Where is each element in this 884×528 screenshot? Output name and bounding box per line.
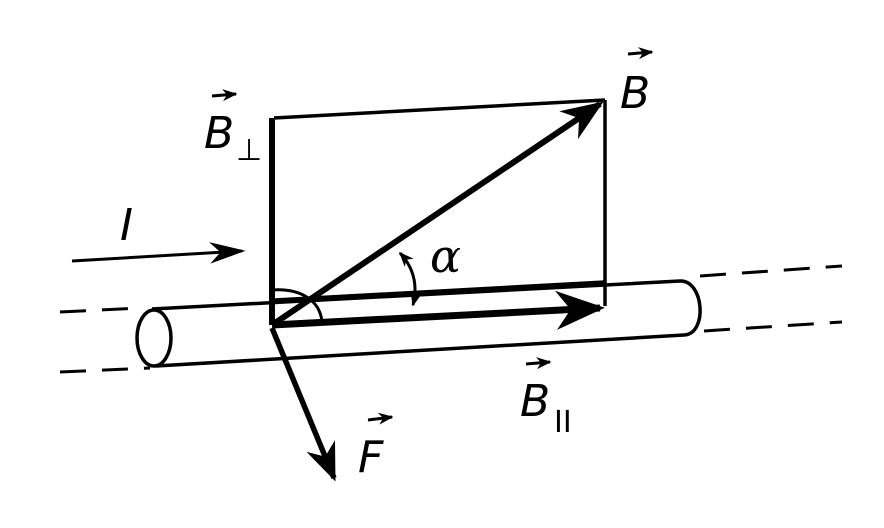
b-perp-label: B (204, 108, 234, 159)
force-label: F (358, 432, 384, 483)
b-parallel-vector (271, 290, 605, 330)
force-vector (269, 326, 337, 482)
angle-alpha-arc (398, 251, 423, 307)
conductor-dashed-extensions (59, 264, 843, 374)
current-arrow (71, 242, 246, 264)
angle-label: α (430, 229, 461, 283)
b-par-label-group: B II (520, 357, 572, 440)
b-par-subscript: II (554, 405, 572, 440)
b-label-group: B (620, 47, 654, 119)
b-par-label: B (520, 376, 550, 427)
b-vector (270, 101, 604, 328)
force-label-group: F (358, 412, 394, 483)
b-label: B (620, 68, 650, 119)
right-angle-arc (271, 288, 324, 323)
current-label: I (120, 200, 133, 251)
b-perp-subscript: ⊥ (236, 133, 262, 168)
b-perp-label-group: B ⊥ (204, 89, 262, 168)
field-decomposition-box (273, 98, 607, 306)
